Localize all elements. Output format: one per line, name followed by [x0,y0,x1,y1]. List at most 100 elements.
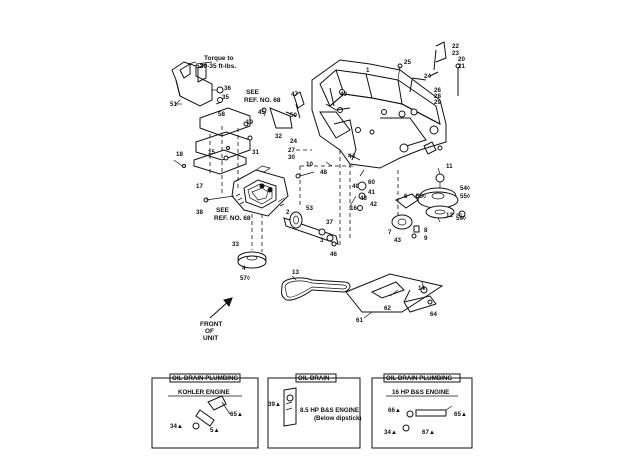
part-label: 58 [218,111,225,118]
part-label: 32 [275,133,282,140]
frame-chassis [296,59,447,246]
part-label: 44 [348,153,355,160]
part-label: 49 [340,91,347,98]
part-label: 42 [370,201,377,208]
part-label: 15 [208,149,215,156]
torque-note-line2: 30-35 ft-lbs. [200,63,236,70]
part-label: 25 [404,59,411,66]
torque-note-line1: Torque to [204,55,234,62]
deck-bracket [345,273,444,313]
part-label: 7 [388,229,392,236]
part-label: 54◊ [460,185,471,192]
part-label: 1 [366,67,370,74]
part-label: 27 [288,147,295,154]
inset-16hp: OIL DRAIN PLUMBING 16 HP B&S ENGINE 66▲ … [371,373,473,449]
inset-part: 34▲ [384,429,397,436]
idler-assembly [295,169,367,211]
front-label-3: UNIT [203,335,218,342]
see-ref-note-2a: SEE [216,207,230,214]
inset-part: 34▲ [170,423,183,430]
part-label: 10 [306,161,313,168]
inset-title: OIL DRAIN [298,375,330,382]
part-label: 9 [424,235,428,242]
part-label: 47 [291,91,298,98]
inset-part: 65▲ [230,411,243,418]
part-label: 57◊ [240,275,251,282]
part-label: 48 [320,169,327,176]
front-arrow [209,297,233,319]
part-label: 60 [368,179,375,186]
part-label: 12 [446,212,453,219]
part-label: 8 [424,227,428,234]
part-label: 46 [330,251,337,258]
part-label: 3 [320,237,324,244]
part-label: 14 [418,285,425,292]
inset-kohler: OIL DRAIN PLUMBING KOHLER ENGINE 65▲ 34▲… [151,373,259,449]
part-label: 43 [394,237,401,244]
part-label: 50 [290,112,297,119]
drive-belt [281,277,351,301]
part-label: 11 [446,163,453,170]
inset-engine: 16 HP B&S ENGINE [392,389,449,396]
part-label: 56◊ [416,193,427,200]
part-label: 35 [222,94,229,101]
part-label: 28 [434,93,441,100]
part-label: 59◊ [456,215,467,222]
engine-pulley [237,214,267,269]
plate-stack [182,107,253,196]
part-label: 53 [306,205,313,212]
bracket-assembly [171,61,224,107]
inset-part: 66▲ [388,407,401,414]
leader-lines [173,61,462,319]
part-label: 26 [434,87,441,94]
inset-title: OIL DRAIN PLUMBING [386,375,452,382]
part-label: 13 [292,269,299,276]
inset-part: 39▲ [268,401,281,408]
part-label: 30 [288,154,295,161]
part-label: 24 [424,73,431,80]
part-label: 2 [286,209,290,216]
idler-bracket [391,193,420,239]
part-label: 55◊ [460,193,471,200]
part-label: 20 [458,56,465,63]
inset-engine: 8.5 HP B&S ENGINE [300,407,359,414]
part-label: 16 [350,205,357,212]
part-label: 4 [242,265,246,272]
see-ref-note-1b: REF. NO. 68 [244,97,281,104]
inset-part: 5▲ [210,427,220,434]
part-label: 24 [290,138,297,145]
front-label-2: OF [205,328,214,335]
drive-pulley-assembly [415,173,466,219]
see-ref-note-1a: SEE [246,89,260,96]
front-label-1: FRONT [200,321,222,328]
part-label: 6 [404,193,408,200]
part-label: 51 [170,101,177,108]
inset-part: 65▲ [454,411,467,418]
part-label: 36 [224,85,231,92]
part-labels: Torque to 30-35 ft-lbs. SEE REF. NO. 68 … [170,43,471,342]
part-label: 52 [196,63,203,70]
inset-8hp: OIL DRAIN 39▲ 8.5 HP B&S ENGINE (Below d… [267,373,361,449]
inset-title: OIL DRAIN PLUMBING [172,375,238,382]
part-label: 40 [352,183,359,190]
lever-linkage [261,87,357,161]
inset-part: 67▲ [422,429,435,436]
part-label: 23 [452,50,459,57]
part-label: 43 [360,195,367,202]
part-label: 61 [356,317,363,324]
part-label: 41 [368,189,375,196]
part-label: 22 [452,43,459,50]
part-label: 64 [430,311,437,318]
pto-shaft [283,211,339,247]
part-label: 21 [458,63,465,70]
inset-note: (Below dipstick) [314,415,361,422]
engine-block [203,165,289,217]
part-label: 18 [176,151,183,158]
part-label: 37 [326,219,333,226]
inset-engine: KOHLER ENGINE [178,389,230,396]
part-label: 62 [384,305,391,312]
part-label: 31 [252,149,259,156]
part-label: 19 [246,119,253,126]
